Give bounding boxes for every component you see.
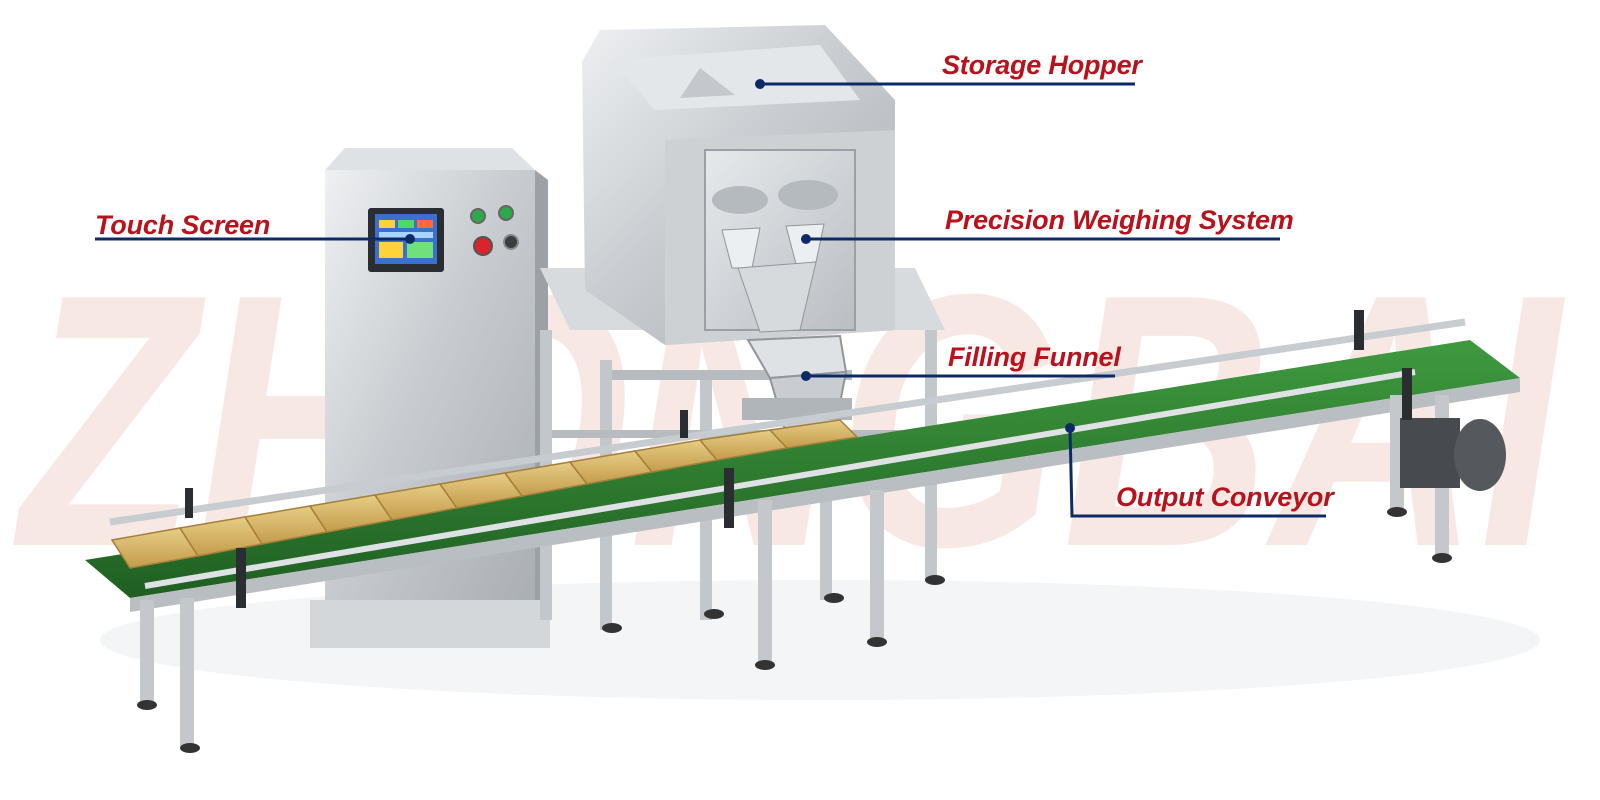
leader-lines	[95, 82, 1326, 518]
weigher-icon	[704, 149, 856, 333]
filling-funnel-dot	[801, 371, 811, 381]
touch-screen-dot	[405, 234, 415, 244]
output-conveyor-leader	[1068, 427, 1326, 518]
precision-weighing-system-label: Precision Weighing System	[945, 205, 1294, 235]
output-conveyor-dot	[1065, 423, 1075, 433]
control-cabinet	[310, 148, 550, 648]
storage-hopper-label: Storage Hopper	[942, 50, 1142, 80]
conveyor-icon	[85, 310, 1520, 753]
storage-hopper-dot	[755, 79, 765, 89]
output-conveyor-label: Output Conveyor	[1116, 482, 1334, 512]
leader-dots	[405, 79, 1075, 433]
precision-weighing-system-dot	[801, 234, 811, 244]
touch-screen-label: Touch Screen	[95, 210, 271, 240]
hopper-icon	[582, 25, 895, 345]
filling-funnel-label: Filling Funnel	[948, 342, 1121, 372]
